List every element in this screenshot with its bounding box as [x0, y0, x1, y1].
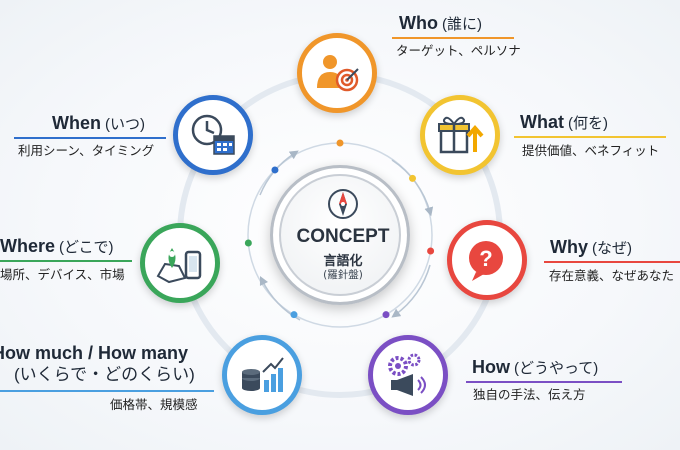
why-title: Why(なぜ) — [550, 237, 632, 257]
what-node — [420, 95, 500, 175]
how-title: How(どうやって) — [472, 357, 599, 377]
how-node — [368, 335, 448, 415]
howmuch-node — [222, 335, 302, 415]
coins-chart-icon — [242, 357, 284, 392]
ring-arrow — [391, 264, 431, 318]
ring-dot — [408, 174, 416, 182]
why-underline — [544, 261, 680, 263]
why-desc: 存在意義、なぜあなた — [549, 268, 675, 283]
ring-arrow — [391, 159, 434, 217]
where-title: Where(どこで) — [0, 236, 114, 256]
howmuch-underline — [0, 390, 214, 392]
ring-dot — [271, 166, 279, 174]
map-phone-icon — [156, 248, 202, 284]
center-note: (羅針盤) — [323, 269, 363, 281]
ring-dot — [336, 139, 344, 147]
howmuch-title: How much / How many — [0, 343, 189, 363]
who-underline — [392, 37, 514, 39]
why-node: ? — [447, 220, 527, 300]
when-node — [173, 95, 253, 175]
when-underline — [14, 137, 166, 139]
ring-dot — [382, 311, 390, 319]
howmuch-desc: 価格帯、規模感 — [110, 397, 198, 412]
who-node — [297, 33, 377, 113]
center-title: CONCEPT — [296, 226, 390, 247]
target-person-icon — [317, 55, 359, 92]
center-compass: CONCEPT 言語化 (羅針盤) — [270, 165, 410, 305]
ring-arrow — [259, 275, 301, 321]
howmuch-paren: (いくらで・どのくらい) — [14, 365, 195, 384]
question-bubble-icon: ? — [469, 241, 503, 281]
where-node — [140, 223, 220, 303]
who-desc: ターゲット、ペルソナ — [396, 43, 521, 58]
who-title: Who(誰に) — [399, 13, 482, 33]
ring-dot — [290, 311, 298, 319]
how-desc: 独自の手法、伝え方 — [473, 387, 586, 402]
how-underline — [466, 381, 622, 383]
gears-megaphone-icon — [388, 353, 426, 396]
ring-dot — [427, 247, 435, 255]
clock-calendar-icon — [191, 114, 235, 155]
center-subtitle: 言語化 — [323, 254, 363, 269]
ring-dot — [244, 239, 252, 247]
what-title: What(何を) — [520, 112, 608, 132]
where-underline — [0, 260, 132, 262]
svg-text:?: ? — [479, 246, 492, 271]
where-desc: 場所、デバイス、市場 — [0, 267, 125, 282]
what-underline — [514, 136, 666, 138]
gift-arrow-icon — [438, 116, 484, 154]
compass-icon — [328, 189, 358, 219]
when-desc: 利用シーン、タイミング — [18, 143, 155, 158]
when-title: When(いつ) — [52, 113, 145, 133]
what-desc: 提供価値、ベネフィット — [522, 143, 660, 158]
